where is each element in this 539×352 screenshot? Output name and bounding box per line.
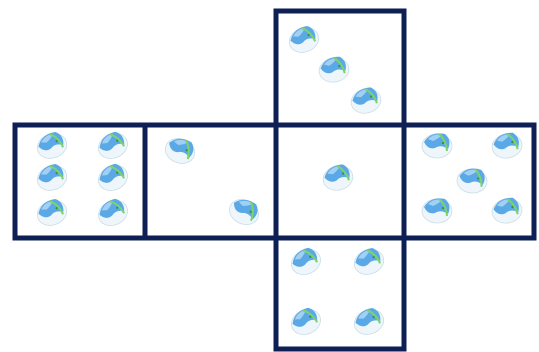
capsule-pip-icon bbox=[286, 23, 323, 56]
capsule-pip-icon bbox=[34, 196, 71, 229]
capsule-pip-icon bbox=[94, 160, 132, 195]
capsule-pip-icon bbox=[456, 167, 488, 194]
capsule-pip-icon bbox=[94, 128, 132, 163]
capsule-pip-icon bbox=[317, 55, 351, 84]
face-left-inner bbox=[145, 125, 276, 238]
capsule-pip-icon bbox=[351, 245, 388, 278]
capsule-pip-icon bbox=[34, 129, 71, 162]
capsule-pip-icon bbox=[34, 161, 71, 194]
capsule-pip-icon bbox=[422, 198, 452, 223]
capsule-pip-icon bbox=[320, 162, 355, 194]
capsule-pip-icon bbox=[94, 195, 132, 230]
capsule-pip-icon bbox=[422, 133, 452, 158]
capsule-pip-icon bbox=[490, 196, 524, 225]
capsule-pip-icon bbox=[351, 305, 388, 338]
capsule-pip-icon bbox=[225, 194, 263, 229]
capsule-pip-icon bbox=[162, 134, 199, 167]
capsule-pip-icon bbox=[348, 85, 383, 117]
capsule-pip-icon bbox=[490, 131, 524, 160]
capsule-pip-icon bbox=[287, 244, 325, 279]
capsule-pip-icon bbox=[287, 304, 325, 339]
